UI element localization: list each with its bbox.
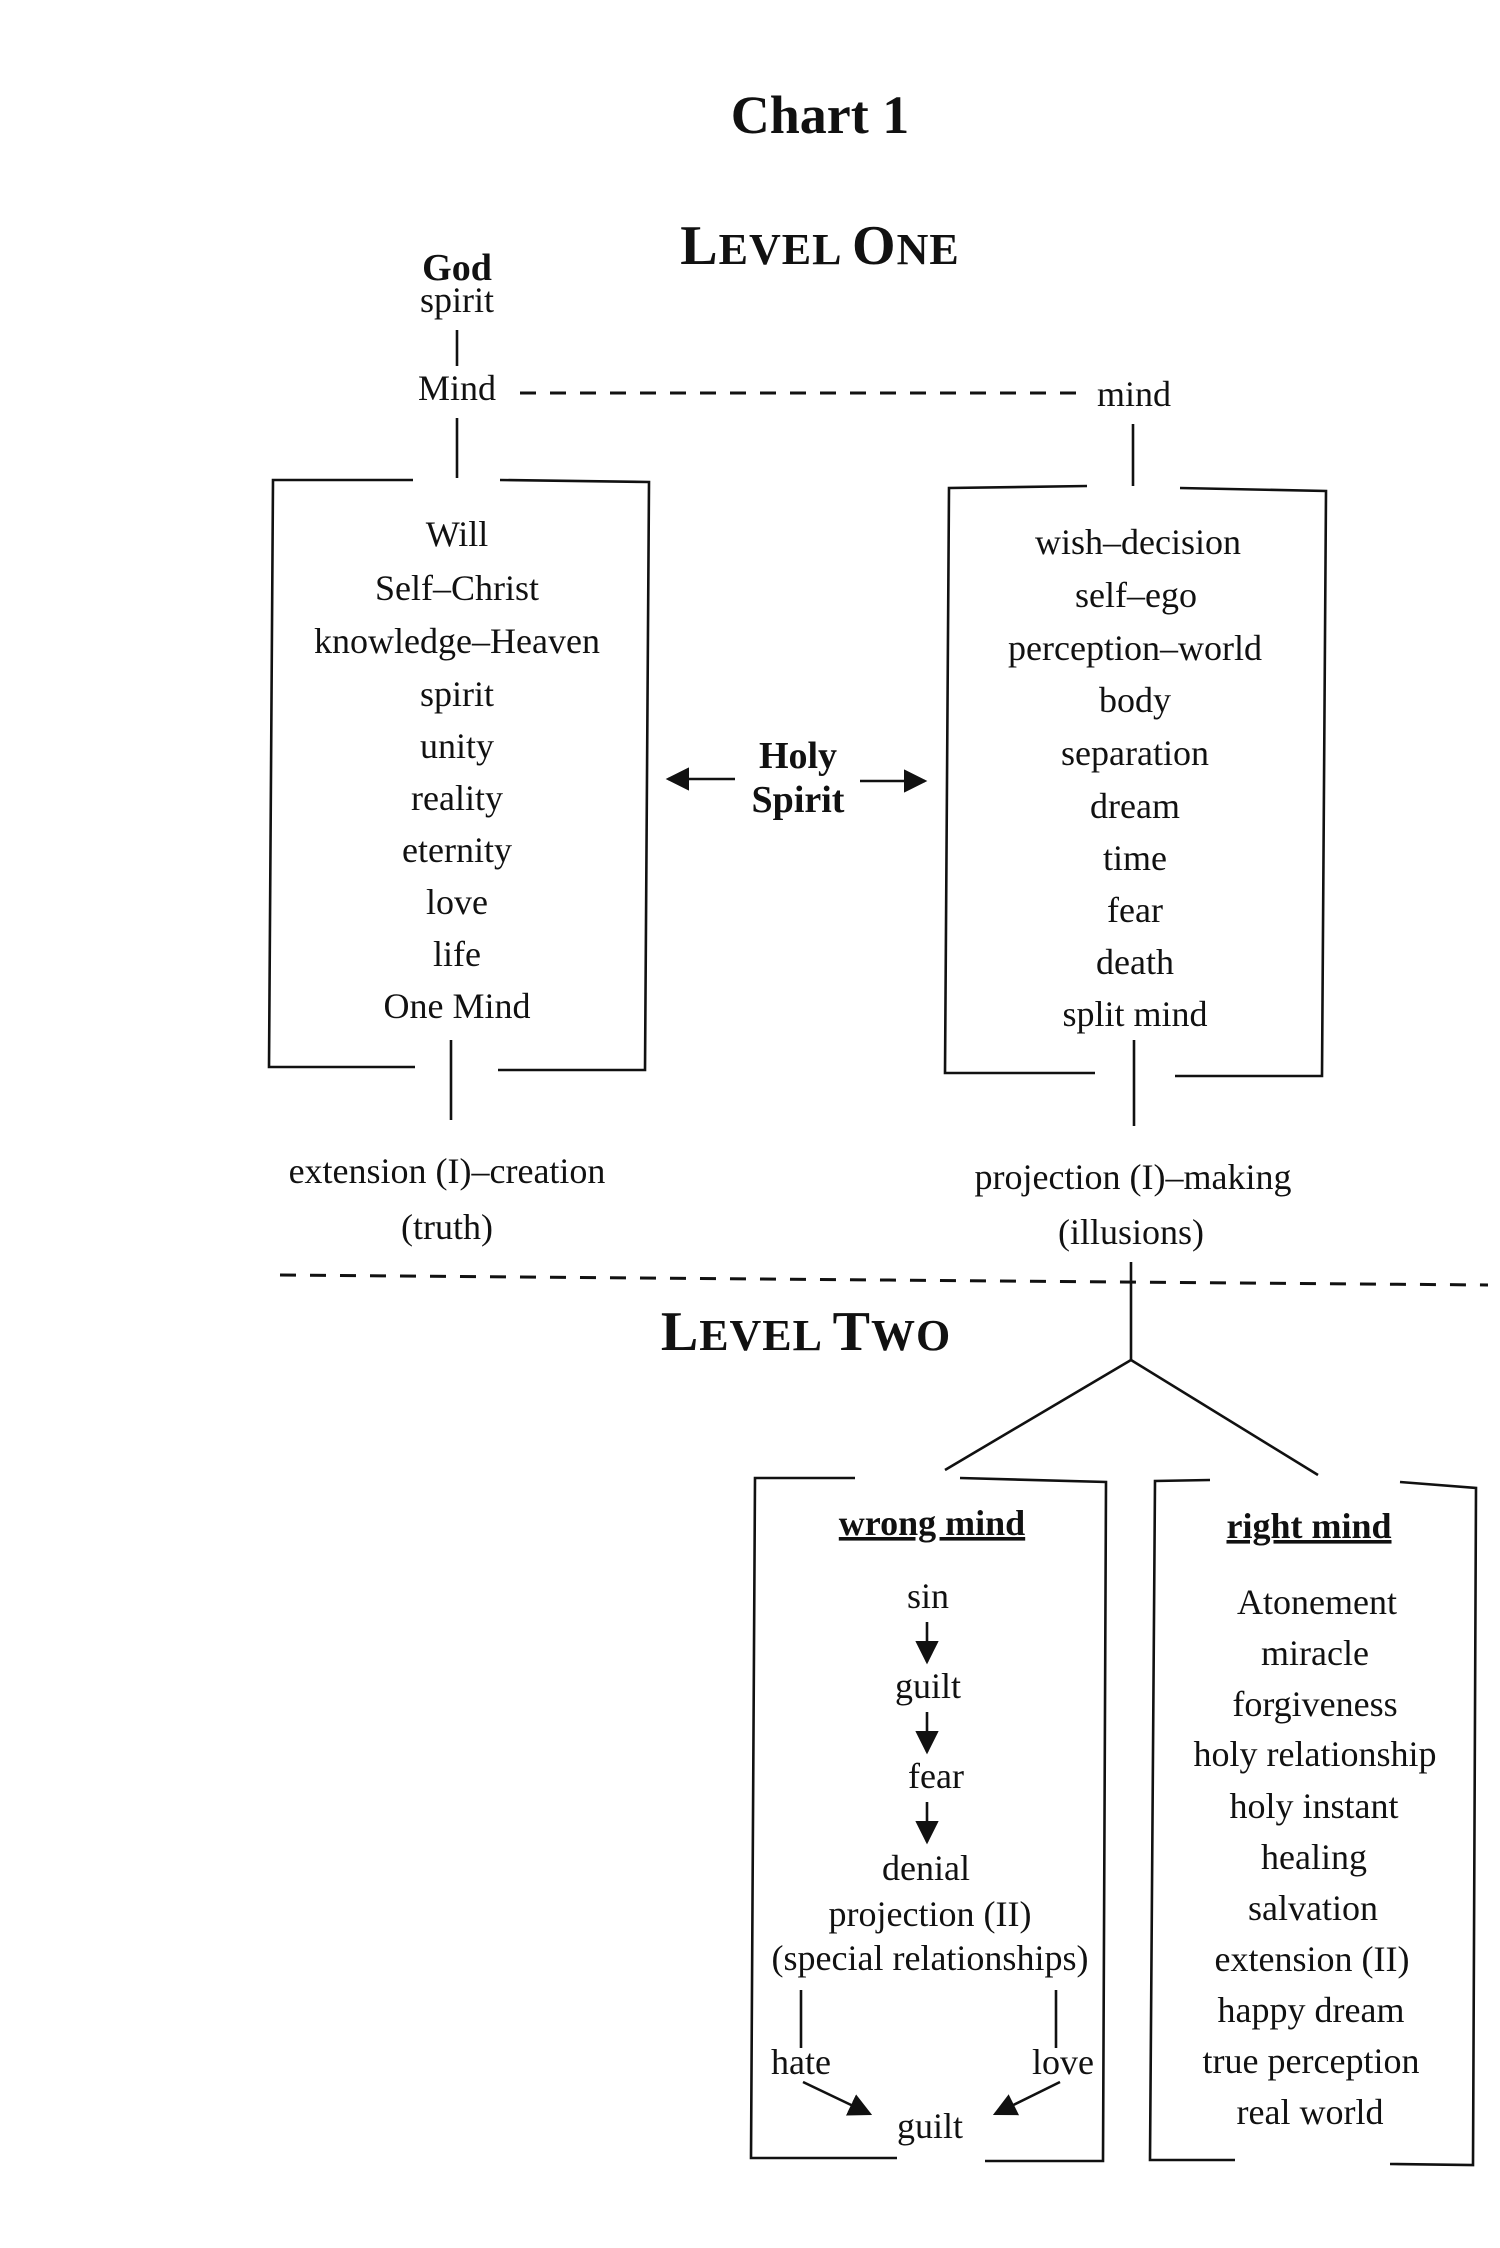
hate-label: hate: [771, 2042, 831, 2082]
right-item: perception–world: [1008, 628, 1262, 668]
right-mind-item: Atonement: [1237, 1582, 1397, 1622]
wrong-mind-heading: wrong mind: [839, 1503, 1025, 1543]
mind-label: Mind: [418, 368, 496, 408]
spirit-label: spirit: [420, 280, 494, 320]
love-label: love: [1032, 2042, 1094, 2082]
right-mind-item: happy dream: [1218, 1990, 1405, 2030]
god-label: God: [422, 247, 492, 289]
right-item: split mind: [1062, 994, 1207, 1034]
right-mind-item: salvation: [1248, 1888, 1378, 1928]
level-two-heading: LEVEL TWO: [661, 1301, 951, 1363]
right-mind-item: true perception: [1203, 2041, 1420, 2081]
right-mind-items: Atonement miracle forgiveness holy relat…: [1194, 1582, 1437, 2132]
right-item: body: [1099, 680, 1171, 720]
split-left-branch: [944, 1358, 1132, 1472]
wrong-chain-item: fear: [908, 1756, 964, 1796]
right-item: fear: [1107, 890, 1163, 930]
left-outcome-2: (truth): [401, 1207, 493, 1247]
wrong-projection: projection (II): [829, 1894, 1032, 1934]
right-mind-item: holy relationship: [1194, 1734, 1437, 1774]
left-item: unity: [420, 726, 494, 766]
right-item: dream: [1090, 786, 1180, 826]
right-mind-item: holy instant: [1230, 1786, 1399, 1826]
right-outcome-1: projection (I)–making: [975, 1157, 1292, 1197]
right-mind-item: forgiveness: [1232, 1684, 1397, 1724]
holy-spirit-line2: Spirit: [752, 779, 845, 821]
left-item: Will: [426, 514, 489, 554]
chart-title: Chart 1: [731, 85, 909, 145]
left-item: One Mind: [384, 986, 531, 1026]
love-arrow: [992, 2080, 1061, 2116]
left-item: reality: [411, 778, 503, 818]
right-items: wish–decision self–ego perception–world …: [1008, 522, 1262, 1034]
left-item: knowledge–Heaven: [314, 621, 600, 661]
wrong-mind-box: [749, 1476, 1108, 2163]
left-item: love: [426, 882, 488, 922]
level-one-heading: LEVEL ONE: [680, 215, 959, 277]
right-mind-heading: right mind: [1226, 1506, 1391, 1546]
wrong-chain-item: denial: [882, 1848, 970, 1888]
right-item: separation: [1061, 733, 1209, 773]
right-box: [943, 484, 1328, 1078]
right-mind-item: healing: [1261, 1837, 1367, 1877]
left-item: Self–Christ: [375, 568, 539, 608]
left-box: [267, 478, 651, 1072]
right-item: self–ego: [1075, 575, 1197, 615]
right-item: death: [1096, 942, 1174, 982]
left-outcome-1: extension (I)–creation: [289, 1151, 606, 1191]
right-mind-item: miracle: [1261, 1633, 1369, 1673]
right-mind-label: mind: [1097, 374, 1171, 414]
left-item: eternity: [402, 830, 512, 870]
right-mind-item: real world: [1237, 2092, 1384, 2132]
right-item: time: [1103, 838, 1167, 878]
left-items: Will Self–Christ knowledge–Heaven spirit…: [314, 514, 600, 1026]
level-separator: [279, 1273, 1489, 1287]
holy-spirit-line1: Holy: [759, 735, 837, 777]
hate-arrow: [802, 2080, 873, 2116]
left-item: spirit: [420, 674, 494, 714]
right-mind-item: extension (II): [1215, 1939, 1410, 1979]
split-right-branch: [1130, 1358, 1319, 1477]
left-item: life: [433, 934, 481, 974]
wrong-special: (special relationships): [772, 1938, 1089, 1978]
right-item: wish–decision: [1035, 522, 1241, 562]
right-mind-box: [1148, 1478, 1478, 2167]
wrong-chain-item: sin: [907, 1576, 949, 1616]
wrong-chain-item: guilt: [895, 1666, 961, 1706]
right-outcome-2: (illusions): [1058, 1212, 1204, 1252]
guilt-end-label: guilt: [897, 2106, 963, 2146]
